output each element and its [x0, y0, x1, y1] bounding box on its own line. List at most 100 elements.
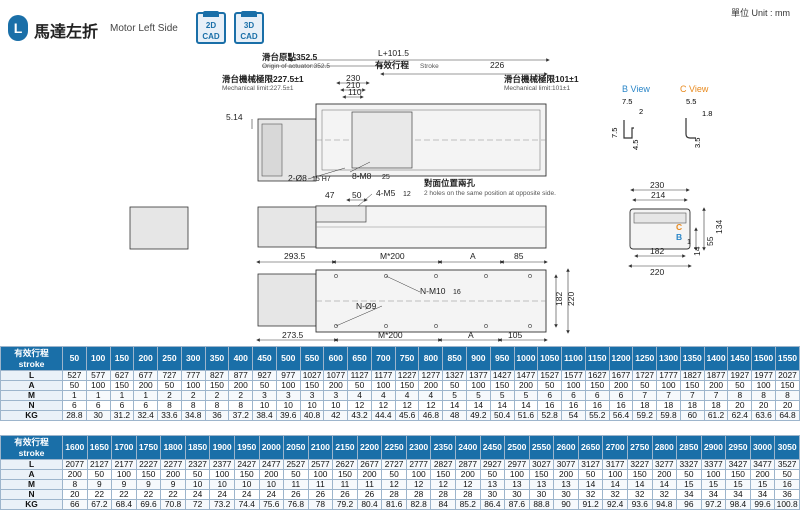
stroke-value: 1600 [62, 435, 88, 460]
table-cell: 200 [553, 469, 579, 480]
table-cell: 1 [62, 390, 87, 401]
table-cell: 13 [504, 479, 530, 490]
table-cell: 70.8 [160, 499, 186, 510]
row-label: L [0, 459, 63, 470]
table-cell: 85.2 [455, 499, 481, 510]
table-cell: 6 [537, 390, 563, 401]
table-cell: 50 [157, 380, 182, 391]
table-cell: 97.2 [700, 499, 727, 510]
table-cell: 26 [356, 489, 383, 500]
table-cell: 22 [86, 489, 113, 500]
top-view-labels: L+101.5 滑台原點352.5 Origin of actuator:352… [222, 48, 579, 183]
stroke-value: 2200 [356, 435, 383, 460]
table-cell: 100 [751, 380, 776, 391]
table-cell: 100 [180, 380, 206, 391]
table-cell: 150 [679, 380, 705, 391]
table-cell: 100 [656, 380, 681, 391]
table-cell: 14 [651, 479, 678, 490]
table-cell: 50 [252, 380, 277, 391]
page-header: L 馬達左折 Motor Left Side 2D CAD 3D CAD 單位 … [0, 0, 800, 44]
stroke-value: 1850 [184, 435, 211, 460]
table-cell: 200 [608, 380, 634, 391]
table-cell: 100 [602, 469, 628, 480]
table-cell: 4 [370, 390, 396, 401]
table-cell: 7 [632, 390, 658, 401]
table-cell: 2777 [405, 459, 432, 470]
table-cell: 12 [430, 479, 456, 490]
table-cell: 6 [584, 390, 610, 401]
table-cell: 100 [466, 380, 491, 391]
cad-2d-button[interactable]: 2D CAD [196, 11, 226, 44]
table-cell: 87.6 [504, 499, 530, 510]
hole-m5: 4-M5 [376, 188, 396, 198]
stroke-value: 1550 [774, 346, 800, 371]
stroke-label-en: stroke [18, 358, 45, 369]
dim-514: 5.14 [226, 112, 243, 122]
table-cell: 777 [180, 370, 206, 381]
dim-105: 105 [508, 330, 522, 340]
b-view-75a: 7.5 [622, 97, 632, 106]
table-cell: 100 [504, 469, 530, 480]
table-cell: 3 [275, 390, 301, 401]
table-cell: 52.8 [537, 410, 563, 421]
dim-mech-left-en: Mechanical limit:227.5±1 [222, 85, 294, 92]
cad-3d-button[interactable]: 3D CAD [234, 11, 264, 44]
table-cell: 1177 [370, 370, 396, 381]
bottom-view [256, 260, 570, 342]
b-view-detail: B View 7.5 2 7.5 4.5 [610, 84, 650, 150]
stroke-value: 1950 [233, 435, 260, 460]
dim-85: 85 [514, 251, 524, 261]
table-cell: 2327 [184, 459, 211, 470]
dim-230-end: 230 [650, 180, 664, 190]
dim-total: L+101.5 [378, 48, 409, 58]
bottom-view-labels: 293.5 M*200 A 85 N-M10 16 N-Ø9 182 220 2… [282, 251, 576, 340]
c-view-55: 5.5 [686, 97, 696, 106]
table-cell: 43.2 [347, 410, 372, 421]
table-cell: 51.6 [513, 410, 539, 421]
table-cell: 2 [228, 390, 254, 401]
config-badge: L [8, 15, 28, 41]
dim-110: 110 [348, 87, 362, 97]
stroke-value: 400 [228, 346, 254, 371]
table-cell: 150 [774, 380, 800, 391]
table-cell: 16 [537, 400, 563, 411]
table-cell: 28 [430, 489, 456, 500]
table-cell: 28 [405, 489, 432, 500]
stroke-value: 1650 [86, 435, 113, 460]
table-cell: 37.2 [228, 410, 254, 421]
table-cell: 30 [479, 489, 506, 500]
table-cell: 100 [111, 469, 137, 480]
dim-214: 214 [651, 190, 665, 200]
table-cell: 1327 [442, 370, 468, 381]
table-cell: 1 [109, 390, 135, 401]
table-cell: 2 [180, 390, 206, 401]
table-cell: 3427 [725, 459, 751, 470]
table-cell: 20 [774, 400, 800, 411]
table-cell: 200 [133, 380, 159, 391]
table-cell: 1077 [323, 370, 349, 381]
cad-2d-sublabel: CAD [202, 32, 220, 41]
table-cell: 4 [418, 390, 444, 401]
table-cell: 15 [749, 479, 776, 490]
table-cell: 150 [233, 469, 260, 480]
table-cell: 3027 [528, 459, 555, 470]
table-cell: 1627 [584, 370, 610, 381]
dim-a-bot: A [468, 330, 474, 340]
table-cell: 150 [135, 469, 162, 480]
table-cell: 24 [209, 489, 235, 500]
table-cell: 6 [85, 400, 111, 411]
cad-3d-sublabel: CAD [240, 32, 258, 41]
table-cell: 88.8 [528, 499, 555, 510]
table-cell: 8 [62, 479, 88, 490]
table-cell: 100 [307, 469, 334, 480]
table-cell: 1927 [727, 370, 753, 381]
stroke-value: 1400 [703, 346, 729, 371]
table-cell: 26 [332, 489, 358, 500]
table-cell: 150 [204, 380, 230, 391]
table-cell: 50 [62, 380, 87, 391]
table-cell: 30 [528, 489, 555, 500]
slider-side [315, 205, 367, 223]
